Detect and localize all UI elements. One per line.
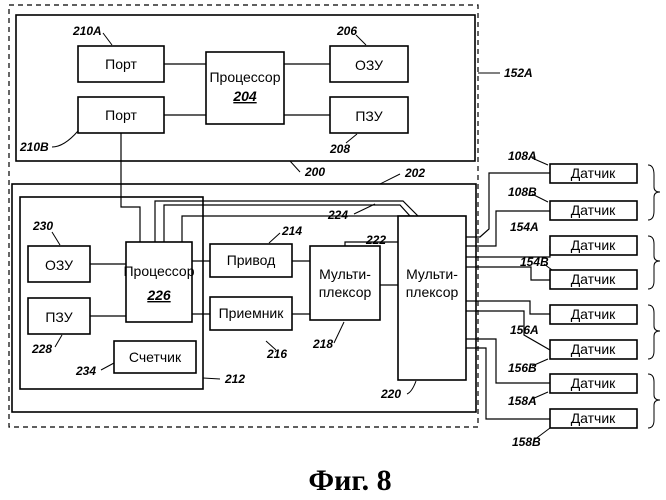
ref-224: 224 <box>327 208 348 222</box>
ref-212: 212 <box>224 372 245 386</box>
sensor-156b-label: Датчик <box>571 341 616 357</box>
multiplexer-218-label-1: Мульти- <box>319 266 371 282</box>
drive-214-label: Привод <box>227 252 276 268</box>
ref-234: 234 <box>75 364 96 378</box>
sensor-154a-label: Датчик <box>571 237 616 253</box>
receiver-216-label: Приемник <box>219 305 285 321</box>
port-210a-label: Порт <box>105 56 137 72</box>
ref-154a: 154A <box>510 220 539 234</box>
ref-214: 214 <box>281 224 302 238</box>
processor-226-ref: 226 <box>146 287 171 303</box>
brace-sensor-pair-1 <box>648 165 660 220</box>
ref-202: 202 <box>404 166 425 180</box>
processor-226-box <box>126 242 192 322</box>
processor-226-label: Процессор <box>123 263 194 279</box>
ref-108b: 108B <box>508 185 537 199</box>
port-210b-label: Порт <box>105 107 137 123</box>
brace-sensor-pair-3 <box>648 305 660 359</box>
ref-220: 220 <box>380 387 401 401</box>
multiplexer-220-label-1: Мульти- <box>406 266 458 282</box>
ref-218: 218 <box>312 337 333 351</box>
sensor-154b-label: Датчик <box>571 271 616 287</box>
sensor-156a-label: Датчик <box>571 306 616 322</box>
ref-154b: 154B <box>520 255 549 269</box>
ref-152a: 152A <box>504 66 533 80</box>
sensor-108b-label: Датчик <box>571 202 616 218</box>
ref-206: 206 <box>336 24 357 38</box>
ref-108a: 108A <box>508 149 537 163</box>
multiplexer-218-label-2: плексор <box>319 284 372 300</box>
multiplexer-220-label-2: плексор <box>406 284 459 300</box>
ref-156b: 156B <box>508 361 537 375</box>
brace-sensor-pair-4 <box>648 374 660 428</box>
rom-228-label: ПЗУ <box>45 309 72 325</box>
ram-230-label: ОЗУ <box>45 257 73 273</box>
ref-210a: 210A <box>72 24 102 38</box>
processor-204-label: Процессор <box>209 69 280 85</box>
processor-204-ref: 204 <box>232 88 257 104</box>
ref-158a: 158A <box>508 394 537 408</box>
ref-222: 222 <box>365 233 386 247</box>
ref-230: 230 <box>32 219 53 233</box>
ref-200: 200 <box>304 165 325 179</box>
counter-234-label: Счетчик <box>129 349 182 365</box>
brace-sensor-pair-2 <box>648 236 660 289</box>
ram-206-label: ОЗУ <box>355 57 383 73</box>
ref-210b: 210B <box>19 140 49 154</box>
sensor-108a-label: Датчик <box>571 165 616 181</box>
ref-208: 208 <box>329 142 350 156</box>
ref-156a: 156A <box>510 323 539 337</box>
ref-216: 216 <box>266 347 287 361</box>
ref-228: 228 <box>31 342 52 356</box>
sensor-158a-label: Датчик <box>571 375 616 391</box>
sensor-158b-label: Датчик <box>571 410 616 426</box>
figure-caption: Фиг. 8 <box>308 464 391 497</box>
rom-208-label: ПЗУ <box>355 108 382 124</box>
ref-158b: 158B <box>512 435 541 449</box>
multiplexer-218-box <box>310 246 380 320</box>
